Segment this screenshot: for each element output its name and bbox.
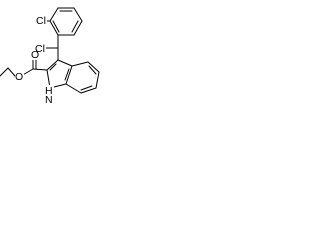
- chlorophenyl-ring: [43, 7, 83, 36]
- indole-hydrogen-label: H: [45, 85, 53, 97]
- label-knockout: [35, 15, 47, 26]
- atom-labels: Cl Cl O O H N: [15, 15, 53, 106]
- bond: [80, 85, 93, 91]
- bond: [0, 67, 9, 77]
- bond: [73, 20, 83, 36]
- bond: [73, 7, 83, 22]
- aryl-chlorine-label: Cl: [36, 15, 46, 27]
- bond: [71, 20, 79, 33]
- label-knockout: [34, 43, 46, 54]
- ester-oxygen-label: O: [15, 71, 23, 83]
- indole-nitrogen-label: N: [45, 94, 53, 106]
- indole-benzene-ring: [65, 61, 100, 94]
- label-knockout: [15, 71, 24, 82]
- benzylic-linker: [43, 34, 59, 61]
- bond: [64, 68, 70, 81]
- bond: [57, 59, 73, 67]
- bond: [65, 65, 73, 85]
- benzylic-chlorine-label: Cl: [35, 43, 45, 55]
- bond: [49, 63, 57, 71]
- bond: [7, 67, 16, 77]
- carbonyl-oxygen-label: O: [31, 49, 39, 61]
- bond: [65, 83, 82, 94]
- bond: [88, 65, 97, 75]
- label-knockout: [44, 85, 54, 96]
- bond: [32, 68, 48, 71]
- label-backgrounds: [15, 15, 54, 105]
- bond: [52, 20, 60, 33]
- bond: [80, 87, 97, 94]
- bond: [95, 71, 100, 89]
- bond: [71, 61, 89, 67]
- bond: [46, 59, 59, 71]
- bond: [49, 7, 59, 22]
- bond: [87, 61, 100, 73]
- bond: [49, 20, 59, 36]
- indole-pyrrole-ring: [46, 59, 73, 89]
- molecule-structure: Cl Cl O O H N: [0, 7, 100, 106]
- label-knockout: [31, 49, 40, 60]
- label-knockout: [44, 94, 54, 105]
